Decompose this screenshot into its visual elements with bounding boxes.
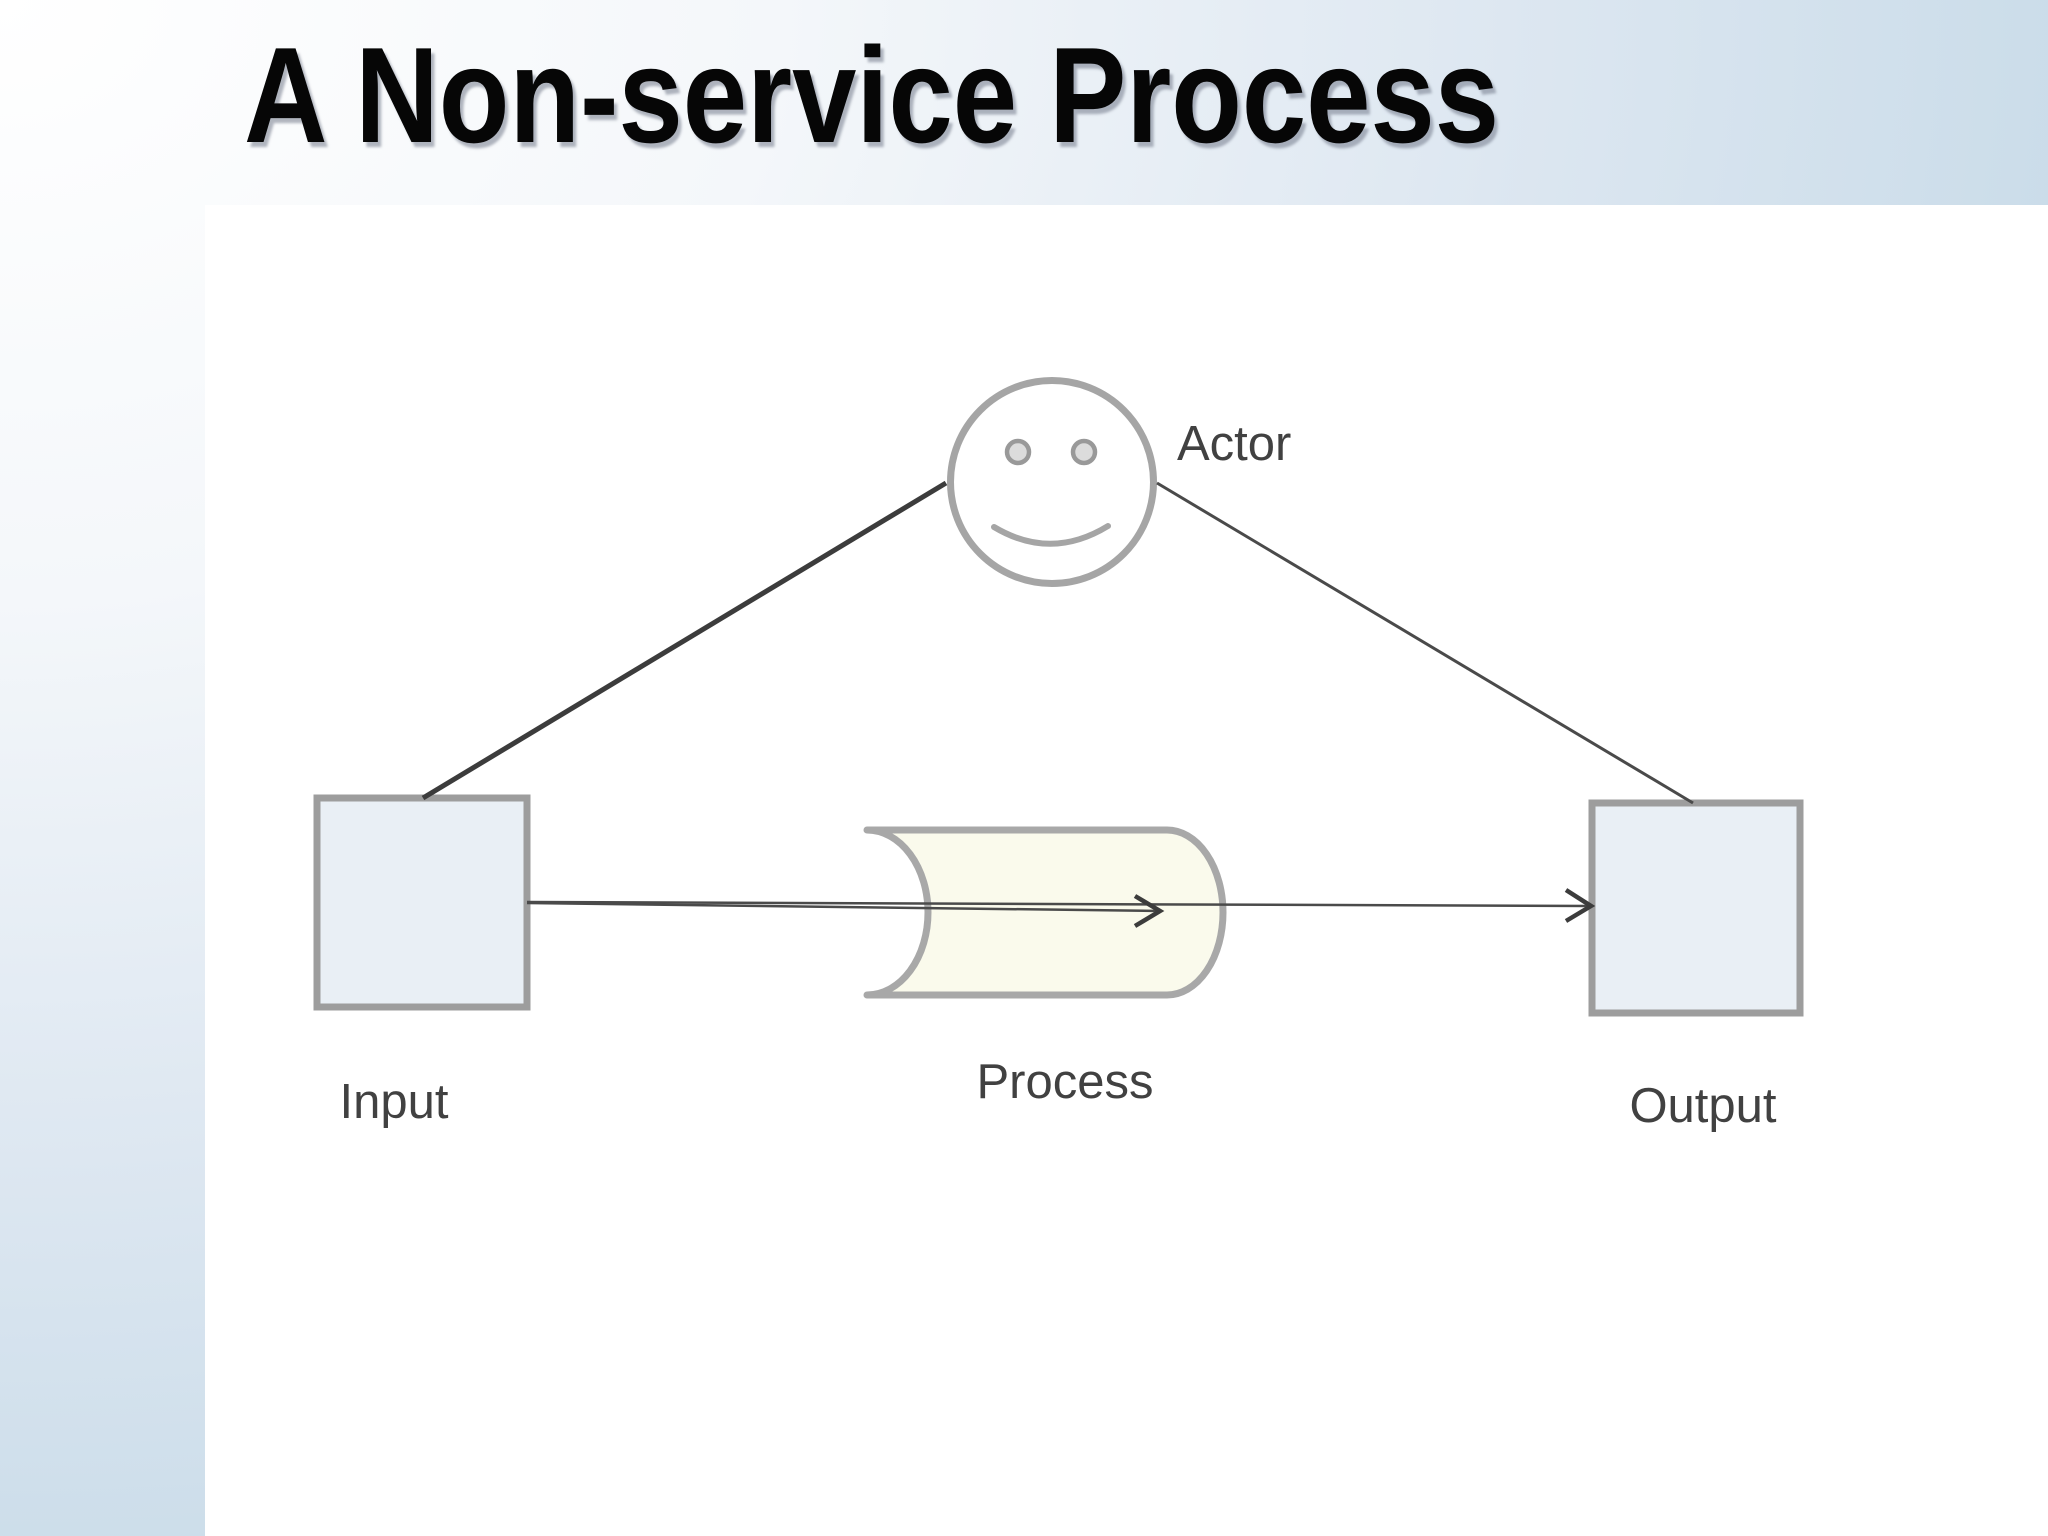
input-box bbox=[313, 794, 531, 1011]
output-label: Output bbox=[1629, 1079, 1777, 1133]
connector-actor-input bbox=[421, 480, 948, 801]
arrowhead-process bbox=[1133, 894, 1165, 928]
output-box bbox=[1588, 799, 1804, 1017]
right-eye bbox=[1070, 438, 1098, 466]
connector-actor-output bbox=[1156, 481, 1694, 805]
flow-input-output bbox=[526, 900, 1592, 908]
process-label: Process bbox=[976, 1055, 1154, 1109]
flow-input-process bbox=[526, 901, 1161, 913]
left-eye bbox=[1004, 438, 1032, 466]
process-shape bbox=[863, 826, 1227, 999]
smile bbox=[991, 523, 1111, 547]
actor-smiley-icon bbox=[947, 377, 1157, 587]
face-outline bbox=[947, 377, 1157, 587]
arrowhead-output bbox=[1564, 888, 1596, 923]
input-label: Input bbox=[339, 1075, 449, 1129]
slide-title: A Non-service Process bbox=[244, 19, 1500, 171]
actor-label: Actor bbox=[1177, 417, 1292, 471]
